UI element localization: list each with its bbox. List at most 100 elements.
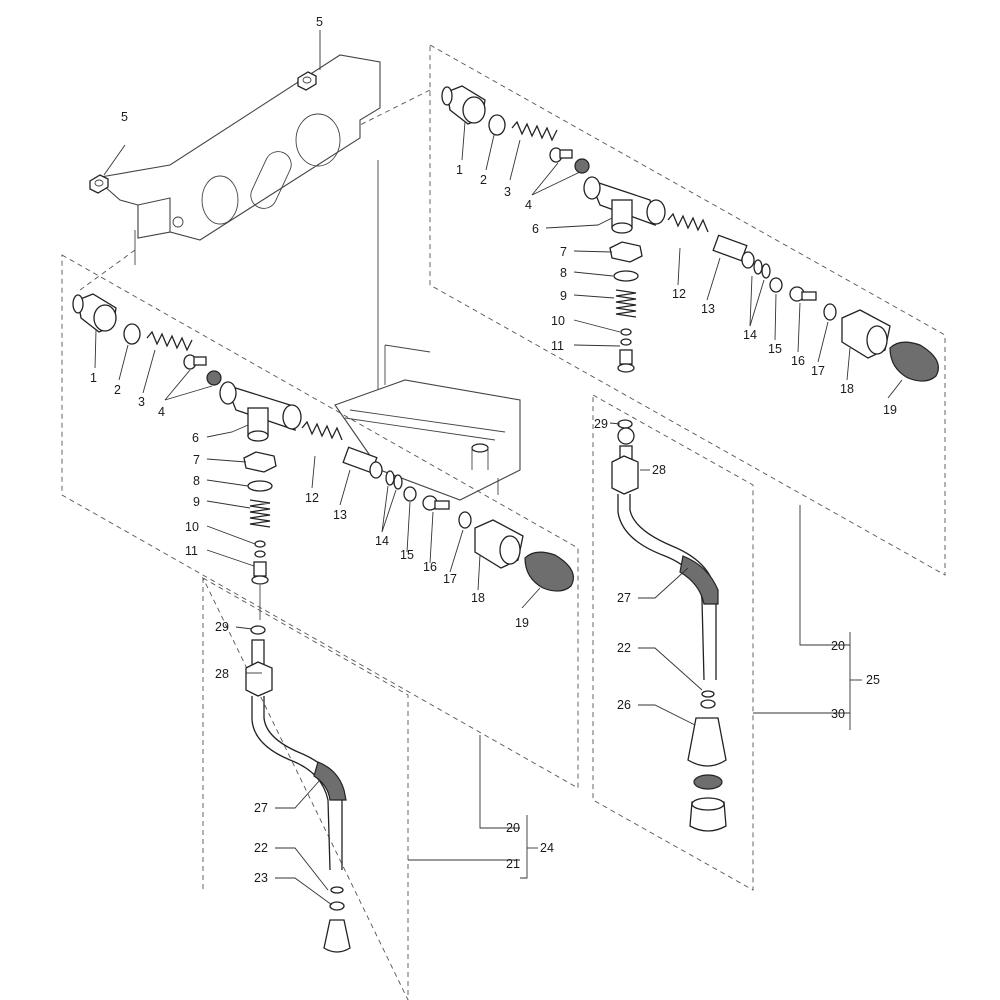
o-ring-icon bbox=[330, 886, 344, 894]
callout-right-16: 16 bbox=[791, 354, 805, 368]
callout-right-13: 13 bbox=[701, 302, 715, 316]
cap-icon bbox=[422, 495, 450, 511]
o-ring-icon bbox=[617, 419, 633, 429]
callout-left-10: 10 bbox=[185, 520, 199, 534]
callout-right-18: 18 bbox=[840, 382, 854, 396]
fitting-icon bbox=[441, 85, 486, 125]
o-ring-icon bbox=[823, 303, 837, 321]
o-ring-icon bbox=[700, 699, 716, 709]
callout-left-18: 18 bbox=[471, 591, 485, 605]
cap-icon bbox=[789, 286, 817, 302]
callout-left-28: 28 bbox=[215, 667, 229, 681]
callout-right-17: 17 bbox=[811, 364, 825, 378]
tip-icon bbox=[687, 717, 727, 767]
spring-icon bbox=[146, 330, 193, 352]
knob-icon bbox=[524, 551, 574, 592]
callout-right-8: 8 bbox=[560, 266, 567, 280]
steam-wand-left bbox=[245, 625, 351, 953]
callout-left-9: 9 bbox=[193, 495, 200, 509]
o-ring-icon bbox=[753, 259, 763, 275]
steam-wand-right bbox=[611, 419, 727, 832]
callout-left-19: 19 bbox=[515, 616, 529, 630]
o-ring-icon bbox=[329, 901, 345, 911]
fitting-icon bbox=[245, 661, 273, 697]
valve-assembly-right bbox=[441, 85, 939, 382]
nut-icon bbox=[841, 309, 891, 359]
callout-left-3: 3 bbox=[138, 395, 145, 409]
o-ring-icon bbox=[254, 540, 266, 548]
leader-lines bbox=[94, 121, 903, 906]
callout-right-30: 30 bbox=[831, 707, 845, 721]
nozzle-icon bbox=[617, 349, 635, 373]
callout-left-17: 17 bbox=[443, 572, 457, 586]
callout-right-28: 28 bbox=[652, 463, 666, 477]
callout-right-27: 27 bbox=[617, 591, 631, 605]
callout-right-26: 26 bbox=[617, 698, 631, 712]
callout-right-20: 20 bbox=[831, 639, 845, 653]
nut-icon bbox=[297, 71, 317, 91]
callout-left-13: 13 bbox=[333, 508, 347, 522]
nozzle-icon bbox=[251, 561, 269, 585]
o-ring-icon bbox=[250, 625, 266, 635]
o-ring-icon bbox=[620, 338, 632, 346]
callout-right-15: 15 bbox=[768, 342, 782, 356]
callout-left-15: 15 bbox=[400, 548, 414, 562]
spring-icon bbox=[511, 120, 558, 142]
o-ring-icon bbox=[761, 263, 771, 279]
valve-pin-icon bbox=[183, 354, 207, 370]
callout-left-20: 20 bbox=[506, 821, 520, 835]
callout-right-29: 29 bbox=[594, 417, 608, 431]
callout-left-21: 21 bbox=[506, 857, 520, 871]
washer-icon bbox=[488, 114, 506, 136]
callout-right-4: 4 bbox=[525, 198, 532, 212]
seal-icon bbox=[206, 370, 222, 386]
o-ring-icon bbox=[385, 470, 395, 486]
callout-right-1: 1 bbox=[456, 163, 463, 177]
spring-icon bbox=[301, 420, 343, 441]
callout-right-9: 9 bbox=[560, 289, 567, 303]
callout-left-27: 27 bbox=[254, 801, 268, 815]
o-ring-icon bbox=[620, 328, 632, 336]
nut-icon bbox=[89, 174, 109, 194]
callout-right-6: 6 bbox=[532, 222, 539, 236]
callout-left-7: 7 bbox=[193, 453, 200, 467]
spring-icon bbox=[249, 499, 271, 528]
callout-right-10: 10 bbox=[551, 314, 565, 328]
nut-icon bbox=[474, 519, 524, 569]
valve-assembly-left bbox=[72, 293, 574, 620]
callout-right-22: 22 bbox=[617, 641, 631, 655]
assembly-boundaries bbox=[61, 44, 946, 1000]
callout-left-22: 22 bbox=[254, 841, 268, 855]
o-ring-icon bbox=[701, 690, 715, 698]
callout-right-19: 19 bbox=[883, 403, 897, 417]
callout-right-14: 14 bbox=[743, 328, 757, 342]
callout-group-24: 24 bbox=[540, 841, 554, 855]
stem-icon bbox=[342, 446, 383, 479]
fitting-icon bbox=[611, 455, 639, 495]
callout-left-1: 1 bbox=[90, 371, 97, 385]
tip-icon bbox=[323, 919, 351, 953]
callout-left-14: 14 bbox=[375, 534, 389, 548]
washer-icon bbox=[613, 270, 639, 282]
spring-icon bbox=[667, 212, 709, 233]
tee-body-icon bbox=[219, 381, 302, 442]
callout-left-2: 2 bbox=[114, 383, 121, 397]
callout-left-12: 12 bbox=[305, 491, 319, 505]
aerator-icon bbox=[693, 774, 723, 790]
callout-right-12: 12 bbox=[672, 287, 686, 301]
seal-icon bbox=[574, 158, 590, 174]
washer-icon bbox=[247, 480, 273, 492]
washer-icon bbox=[769, 277, 783, 293]
callout-left-23: 23 bbox=[254, 871, 268, 885]
hex-nut-icon bbox=[243, 451, 277, 473]
callout-left-11: 11 bbox=[185, 544, 198, 558]
callout-left-4: 4 bbox=[158, 405, 165, 419]
o-ring-icon bbox=[393, 474, 403, 490]
callout-left-16: 16 bbox=[423, 560, 437, 574]
callout-right-2: 2 bbox=[480, 173, 487, 187]
fitting-icon bbox=[72, 293, 117, 333]
o-ring-icon bbox=[254, 550, 266, 558]
stem-icon bbox=[712, 234, 755, 269]
